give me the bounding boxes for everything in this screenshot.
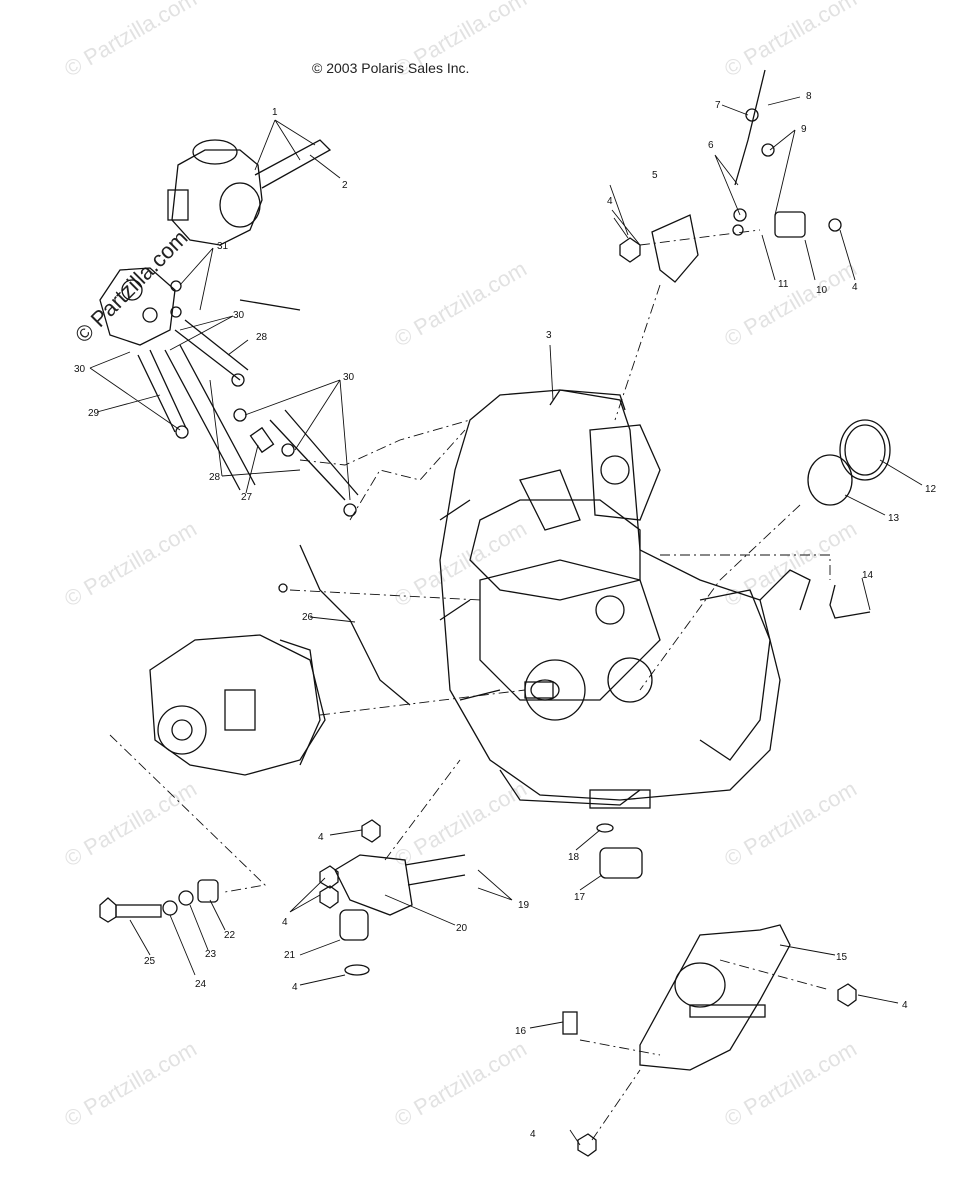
callout-20: 20 xyxy=(456,923,468,934)
drive-clutch xyxy=(149,634,326,776)
callout-15: 15 xyxy=(836,952,848,963)
callout-16: 16 xyxy=(515,1026,527,1037)
callout-17: 17 xyxy=(574,892,586,903)
callout-31: 31 xyxy=(217,241,229,252)
callout-4: 4 xyxy=(530,1129,536,1140)
callout-6: 6 xyxy=(708,140,714,151)
callout-30: 30 xyxy=(233,310,245,321)
callout-2: 2 xyxy=(342,180,348,191)
callout-14: 14 xyxy=(862,570,874,581)
assembly-lines xyxy=(109,229,831,1141)
clamps xyxy=(807,419,891,506)
callout-29: 29 xyxy=(88,408,100,419)
callout-8: 8 xyxy=(806,91,812,102)
carburetor xyxy=(167,139,332,246)
callout-5: 5 xyxy=(652,170,658,181)
callout-4: 4 xyxy=(282,917,288,928)
callout-18: 18 xyxy=(568,852,580,863)
callout-13: 13 xyxy=(888,513,900,524)
oil-line xyxy=(299,544,411,706)
callout-12: 12 xyxy=(925,484,937,495)
rear-mount xyxy=(596,823,643,879)
callout-1: 1 xyxy=(272,107,278,118)
engine xyxy=(439,389,811,809)
callout-numbers: 1 2 3 4 4 4 4 4 4 4 5 6 7 8 9 10 11 12 1… xyxy=(74,91,937,1140)
skid-plate xyxy=(562,924,857,1157)
bolt-set xyxy=(99,879,219,923)
callout-4: 4 xyxy=(607,196,613,207)
callout-4: 4 xyxy=(902,1000,908,1011)
upper-mount xyxy=(619,69,842,283)
callout-7: 7 xyxy=(715,100,721,111)
callout-4: 4 xyxy=(292,982,298,993)
leader-lines xyxy=(89,96,923,1146)
callout-19: 19 xyxy=(518,900,530,911)
callout-21: 21 xyxy=(284,950,296,961)
callout-28: 28 xyxy=(209,472,221,483)
callout-25: 25 xyxy=(144,956,156,967)
callout-28: 28 xyxy=(256,332,268,343)
callout-23: 23 xyxy=(205,949,217,960)
copyright-notice: © 2003 Polaris Sales Inc. xyxy=(312,60,470,76)
callout-22: 22 xyxy=(224,930,236,941)
callout-9: 9 xyxy=(801,124,807,135)
breather-hose xyxy=(829,584,871,619)
callout-4: 4 xyxy=(852,282,858,293)
callout-11: 11 xyxy=(778,279,789,290)
callout-24: 24 xyxy=(195,979,207,990)
callout-27: 27 xyxy=(241,492,253,503)
fuel-pump xyxy=(99,267,182,346)
callout-30: 30 xyxy=(343,372,355,383)
callout-30: 30 xyxy=(74,364,86,375)
callout-10: 10 xyxy=(816,285,828,296)
callout-4: 4 xyxy=(318,832,324,843)
lower-mount xyxy=(319,819,466,976)
callout-3: 3 xyxy=(546,330,552,341)
callout-26: 26 xyxy=(302,612,314,623)
